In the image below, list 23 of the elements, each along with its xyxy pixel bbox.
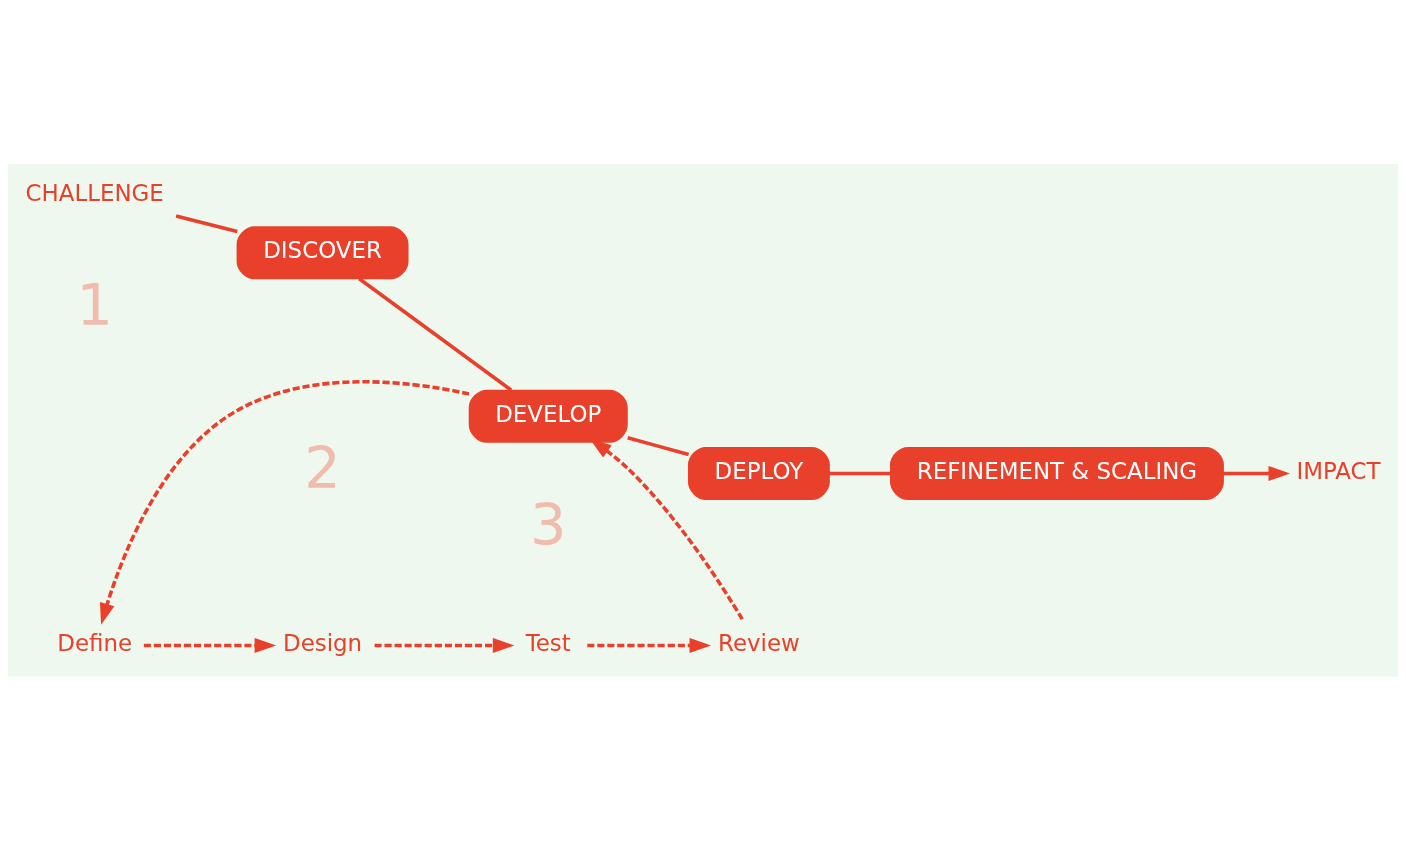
node-text: Review	[718, 629, 800, 656]
node-text: CHALLENGE	[25, 179, 164, 206]
node-text: IMPACT	[1296, 457, 1381, 484]
label: 2	[304, 434, 341, 502]
node-box: DEVELOP	[468, 389, 628, 443]
arrow	[1223, 465, 1291, 482]
arrow	[99, 380, 470, 625]
node-box: DISCOVER	[236, 226, 409, 280]
label: 3	[530, 492, 567, 560]
arrow	[143, 637, 277, 653]
connector	[358, 277, 513, 392]
arrow	[589, 438, 744, 621]
connector	[175, 214, 238, 234]
connector	[627, 436, 690, 457]
node-text: Design	[283, 629, 363, 656]
node-text: Define	[57, 629, 133, 656]
connector	[829, 471, 891, 476]
node-text: Test	[525, 629, 571, 656]
node-box: DEPLOY	[687, 447, 830, 501]
label: 1	[76, 271, 113, 339]
node-box: REFINEMENT & SCALING	[890, 447, 1224, 501]
arrow	[587, 637, 712, 653]
arrow	[374, 637, 515, 653]
